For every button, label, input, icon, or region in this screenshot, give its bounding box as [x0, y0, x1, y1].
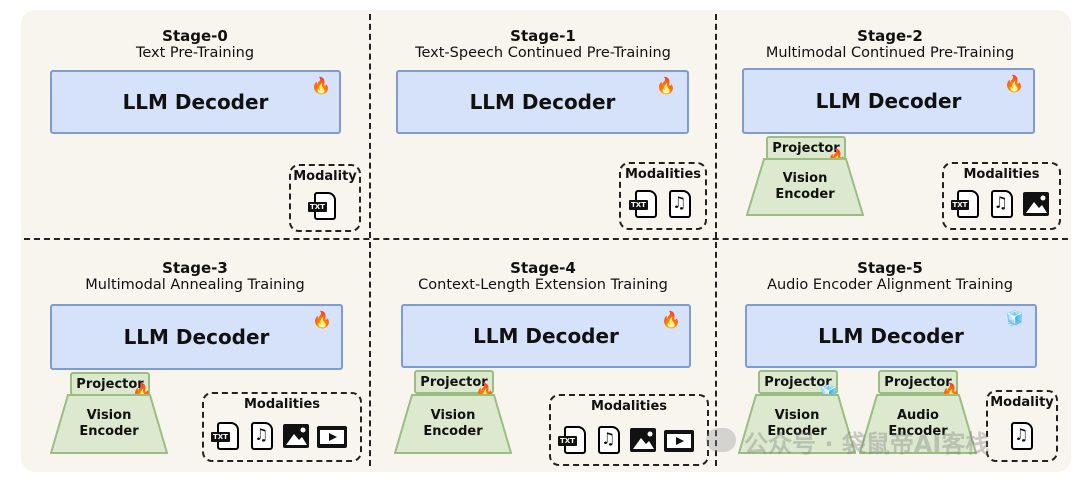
projector-block: Projector [766, 136, 846, 160]
projector-block: Projector [878, 370, 958, 394]
text-file-icon: TXT [629, 190, 659, 220]
stage-subtitle: Text Pre-Training [135, 45, 255, 61]
modality-icons: TXT ♫ [551, 426, 707, 456]
fire-icon: 🔥 [656, 76, 676, 95]
projector-label: Projector [76, 376, 144, 392]
modalities-box: Modalities TXT ♫ [549, 394, 709, 466]
llm-decoder-label: LLM Decoder [122, 90, 269, 114]
vision-encoder-block [738, 394, 856, 454]
audio-encoder-label: Audio Encoder [888, 408, 948, 439]
image-icon [630, 426, 656, 456]
audio-file-icon: ♫ [249, 422, 275, 452]
modalities-box: Modalities TXT ♫ [619, 162, 707, 230]
llm-decoder-label: LLM Decoder [469, 90, 616, 114]
stage-title: Stage-0 [162, 27, 228, 45]
stage-title: Stage-5 [857, 259, 923, 277]
text-file-icon: TXT [308, 192, 338, 222]
divider-horizontal [24, 238, 1068, 240]
projector-block: Projector [414, 370, 494, 394]
llm-decoder: LLM Decoder [745, 304, 1037, 368]
fire-icon: 🔥 [1004, 74, 1024, 93]
stage-subtitle: Multimodal Annealing Training [85, 277, 305, 293]
text-file-icon: TXT [558, 426, 588, 456]
video-icon [317, 422, 349, 452]
modality-icons: ♫ [988, 422, 1056, 452]
llm-decoder-label: LLM Decoder [818, 324, 964, 348]
stage-title: Stage-4 [510, 259, 576, 277]
ice-cube-icon: 🧊 [1006, 311, 1024, 327]
modality-box: Modality ♫ [986, 390, 1058, 462]
modality-icons: TXT ♫ [944, 190, 1059, 220]
audio-file-icon: ♫ [596, 426, 622, 456]
stage-subtitle: Multimodal Continued Pre-Training [765, 45, 1015, 61]
wechat-logo-icon [706, 428, 736, 452]
vision-encoder-label: Vision Encoder [775, 171, 835, 202]
vision-encoder-block [394, 394, 512, 454]
text-file-icon: TXT [950, 190, 981, 220]
divider-vertical-2 [715, 14, 717, 466]
divider-vertical-1 [369, 14, 371, 466]
modalities-label: Modalities [963, 167, 1040, 182]
llm-decoder-label: LLM Decoder [123, 325, 270, 349]
vision-encoder-block [50, 394, 168, 454]
image-icon [1022, 190, 1049, 220]
txt-tag: TXT [308, 202, 327, 212]
llm-decoder: LLM Decoder [396, 70, 689, 134]
projector-label: Projector [884, 374, 952, 390]
stage-2-panel: Stage-2 Multimodal Continued Pre-Trainin… [716, 10, 1064, 242]
audio-file-icon: ♫ [1009, 422, 1035, 452]
modality-label: Modality [990, 395, 1054, 410]
stage-title: Stage-3 [162, 259, 228, 277]
modality-box: Modality TXT [289, 164, 361, 232]
stage-subtitle: Audio Encoder Alignment Training [767, 277, 1013, 293]
modalities-label: Modalities [243, 397, 321, 412]
stage-1-panel: Stage-1 Text-Speech Continued Pre-Traini… [369, 10, 717, 242]
stage-0-panel: Stage-0 Text Pre-Training LLM Decoder 🔥 … [21, 10, 369, 242]
llm-decoder: LLM Decoder [50, 70, 341, 134]
projector-label: Projector [764, 374, 832, 390]
projector-block: Projector [758, 370, 838, 394]
stage-4-panel: Stage-4 Context-Length Extension Trainin… [369, 242, 717, 474]
fire-icon: 🔥 [661, 310, 681, 329]
video-icon [664, 426, 696, 456]
fire-icon: 🔥 [312, 310, 332, 329]
audio-file-icon: ♫ [667, 190, 693, 220]
llm-decoder: LLM Decoder [401, 304, 691, 368]
stage-3-panel: Stage-3 Multimodal Annealing Training LL… [21, 242, 369, 474]
txt-tag: TXT [629, 200, 648, 210]
llm-decoder: LLM Decoder [742, 68, 1035, 134]
vision-encoder-label: Vision Encoder [423, 408, 483, 439]
modalities-label: Modalities [624, 167, 702, 182]
vision-encoder-block [746, 158, 864, 216]
vision-encoder-label: Vision Encoder [79, 408, 139, 439]
modality-icons: TXT ♫ [204, 422, 360, 452]
stage-subtitle: Text-Speech Continued Pre-Training [415, 45, 671, 61]
projector-label: Projector [772, 140, 840, 156]
txt-tag: TXT [558, 436, 577, 446]
modality-label: Modality [293, 169, 357, 184]
stage-title: Stage-1 [510, 27, 576, 45]
stage-subtitle: Context-Length Extension Training [418, 277, 668, 293]
audio-encoder-block [859, 394, 977, 454]
fire-icon: 🔥 [311, 76, 331, 95]
modality-icons: TXT [291, 192, 359, 222]
projector-label: Projector [420, 374, 488, 390]
audio-file-icon: ♫ [989, 190, 1015, 220]
stage-5-panel: Stage-5 Audio Encoder Alignment Training… [716, 242, 1064, 474]
modalities-box: Modalities TXT ♫ [942, 162, 1061, 230]
modalities-box: Modalities TXT ♫ [202, 392, 362, 462]
modality-icons: TXT ♫ [621, 190, 705, 220]
txt-tag: TXT [950, 200, 970, 210]
watermark-text: 公众号 · 袋鼠帝AI客栈 [744, 430, 990, 458]
llm-decoder-label: LLM Decoder [815, 89, 962, 113]
stage-title: Stage-2 [857, 27, 923, 45]
vision-encoder-label: Vision Encoder [767, 408, 827, 439]
llm-decoder-label: LLM Decoder [473, 324, 619, 348]
llm-decoder: LLM Decoder [50, 304, 343, 370]
text-file-icon: TXT [211, 422, 241, 452]
modalities-label: Modalities [590, 399, 668, 414]
image-icon [283, 422, 309, 452]
txt-tag: TXT [211, 432, 230, 442]
